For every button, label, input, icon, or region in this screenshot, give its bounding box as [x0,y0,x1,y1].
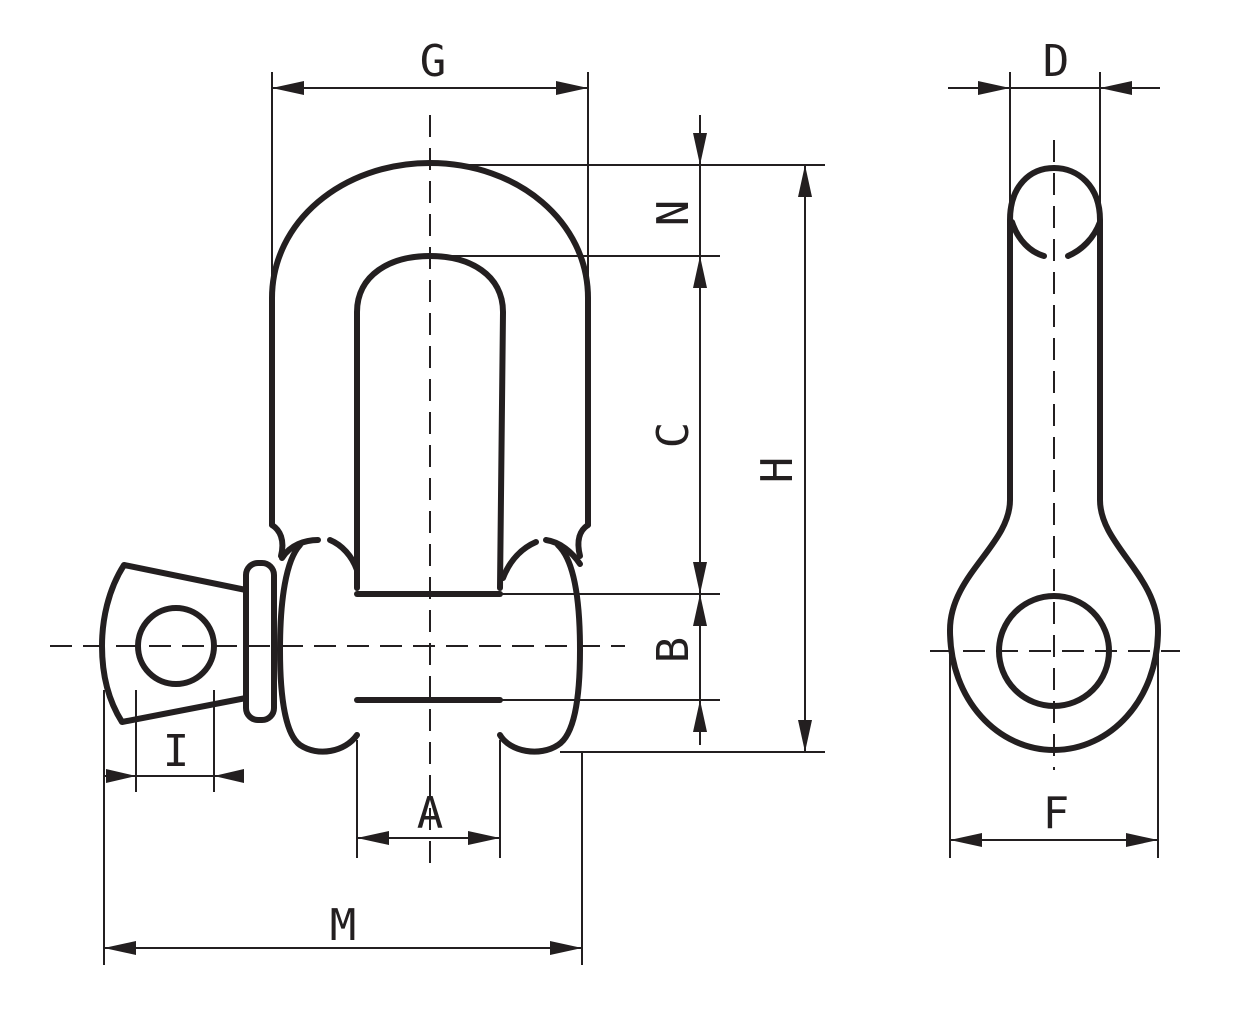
dim-g-arrow-left [272,81,304,95]
pin-head-hole [135,605,217,687]
side-top-arc-right [1065,219,1103,259]
side-top-arc-left [1009,219,1047,259]
label-g: G [420,36,447,87]
right-eye-arc-left [500,539,539,581]
dim-m-arrow-left [104,941,136,955]
label-b: B [648,637,699,664]
dim-f-arrow-left [950,833,982,847]
left-eye-outer [277,542,360,755]
right-eye-outer [497,542,583,755]
label-f: F [1043,788,1070,839]
dim-b-arrow-top [693,594,707,626]
side-outer-contour [947,165,1161,753]
left-eye-arc-left [279,537,321,561]
dim-f-arrow-right [1126,833,1158,847]
label-i: I [163,726,190,777]
pin-head [99,562,249,725]
dim-i-arrow-right [214,769,244,783]
dim-a-arrow-left [357,831,389,845]
left-eye-arc-right [327,537,360,573]
dim-h-arrow-bottom [798,720,812,752]
dim-d-arrow-right [1100,81,1132,95]
bow-shoulder-right [575,522,591,559]
label-n: N [648,200,699,227]
dim-c-arrow-bottom [693,562,707,594]
label-h: H [752,457,803,484]
dim-h-arrow-top [798,165,812,197]
front-view [50,115,625,870]
dim-b-arrow-bottom [693,700,707,732]
dim-n-arrow-top [693,133,707,165]
bow-shoulder-left [269,522,286,559]
dim-m-arrow-right [550,941,582,955]
pin-collar [243,560,277,723]
dimension-labels: G D N C B H A I F M [163,36,1070,951]
dim-g-arrow-right [556,81,588,95]
bow-outer-contour [269,160,591,528]
dimension-lines [103,72,1160,965]
side-view [930,140,1180,770]
dim-d-arrow-left [978,81,1010,95]
side-pin-hole [996,593,1112,709]
label-m: M [330,900,357,951]
label-a: A [417,788,444,839]
dim-i-arrow-left [106,769,136,783]
right-eye-arc-right [543,537,583,567]
label-d: D [1043,36,1070,87]
dim-a-arrow-right [468,831,500,845]
label-c: C [648,422,699,449]
